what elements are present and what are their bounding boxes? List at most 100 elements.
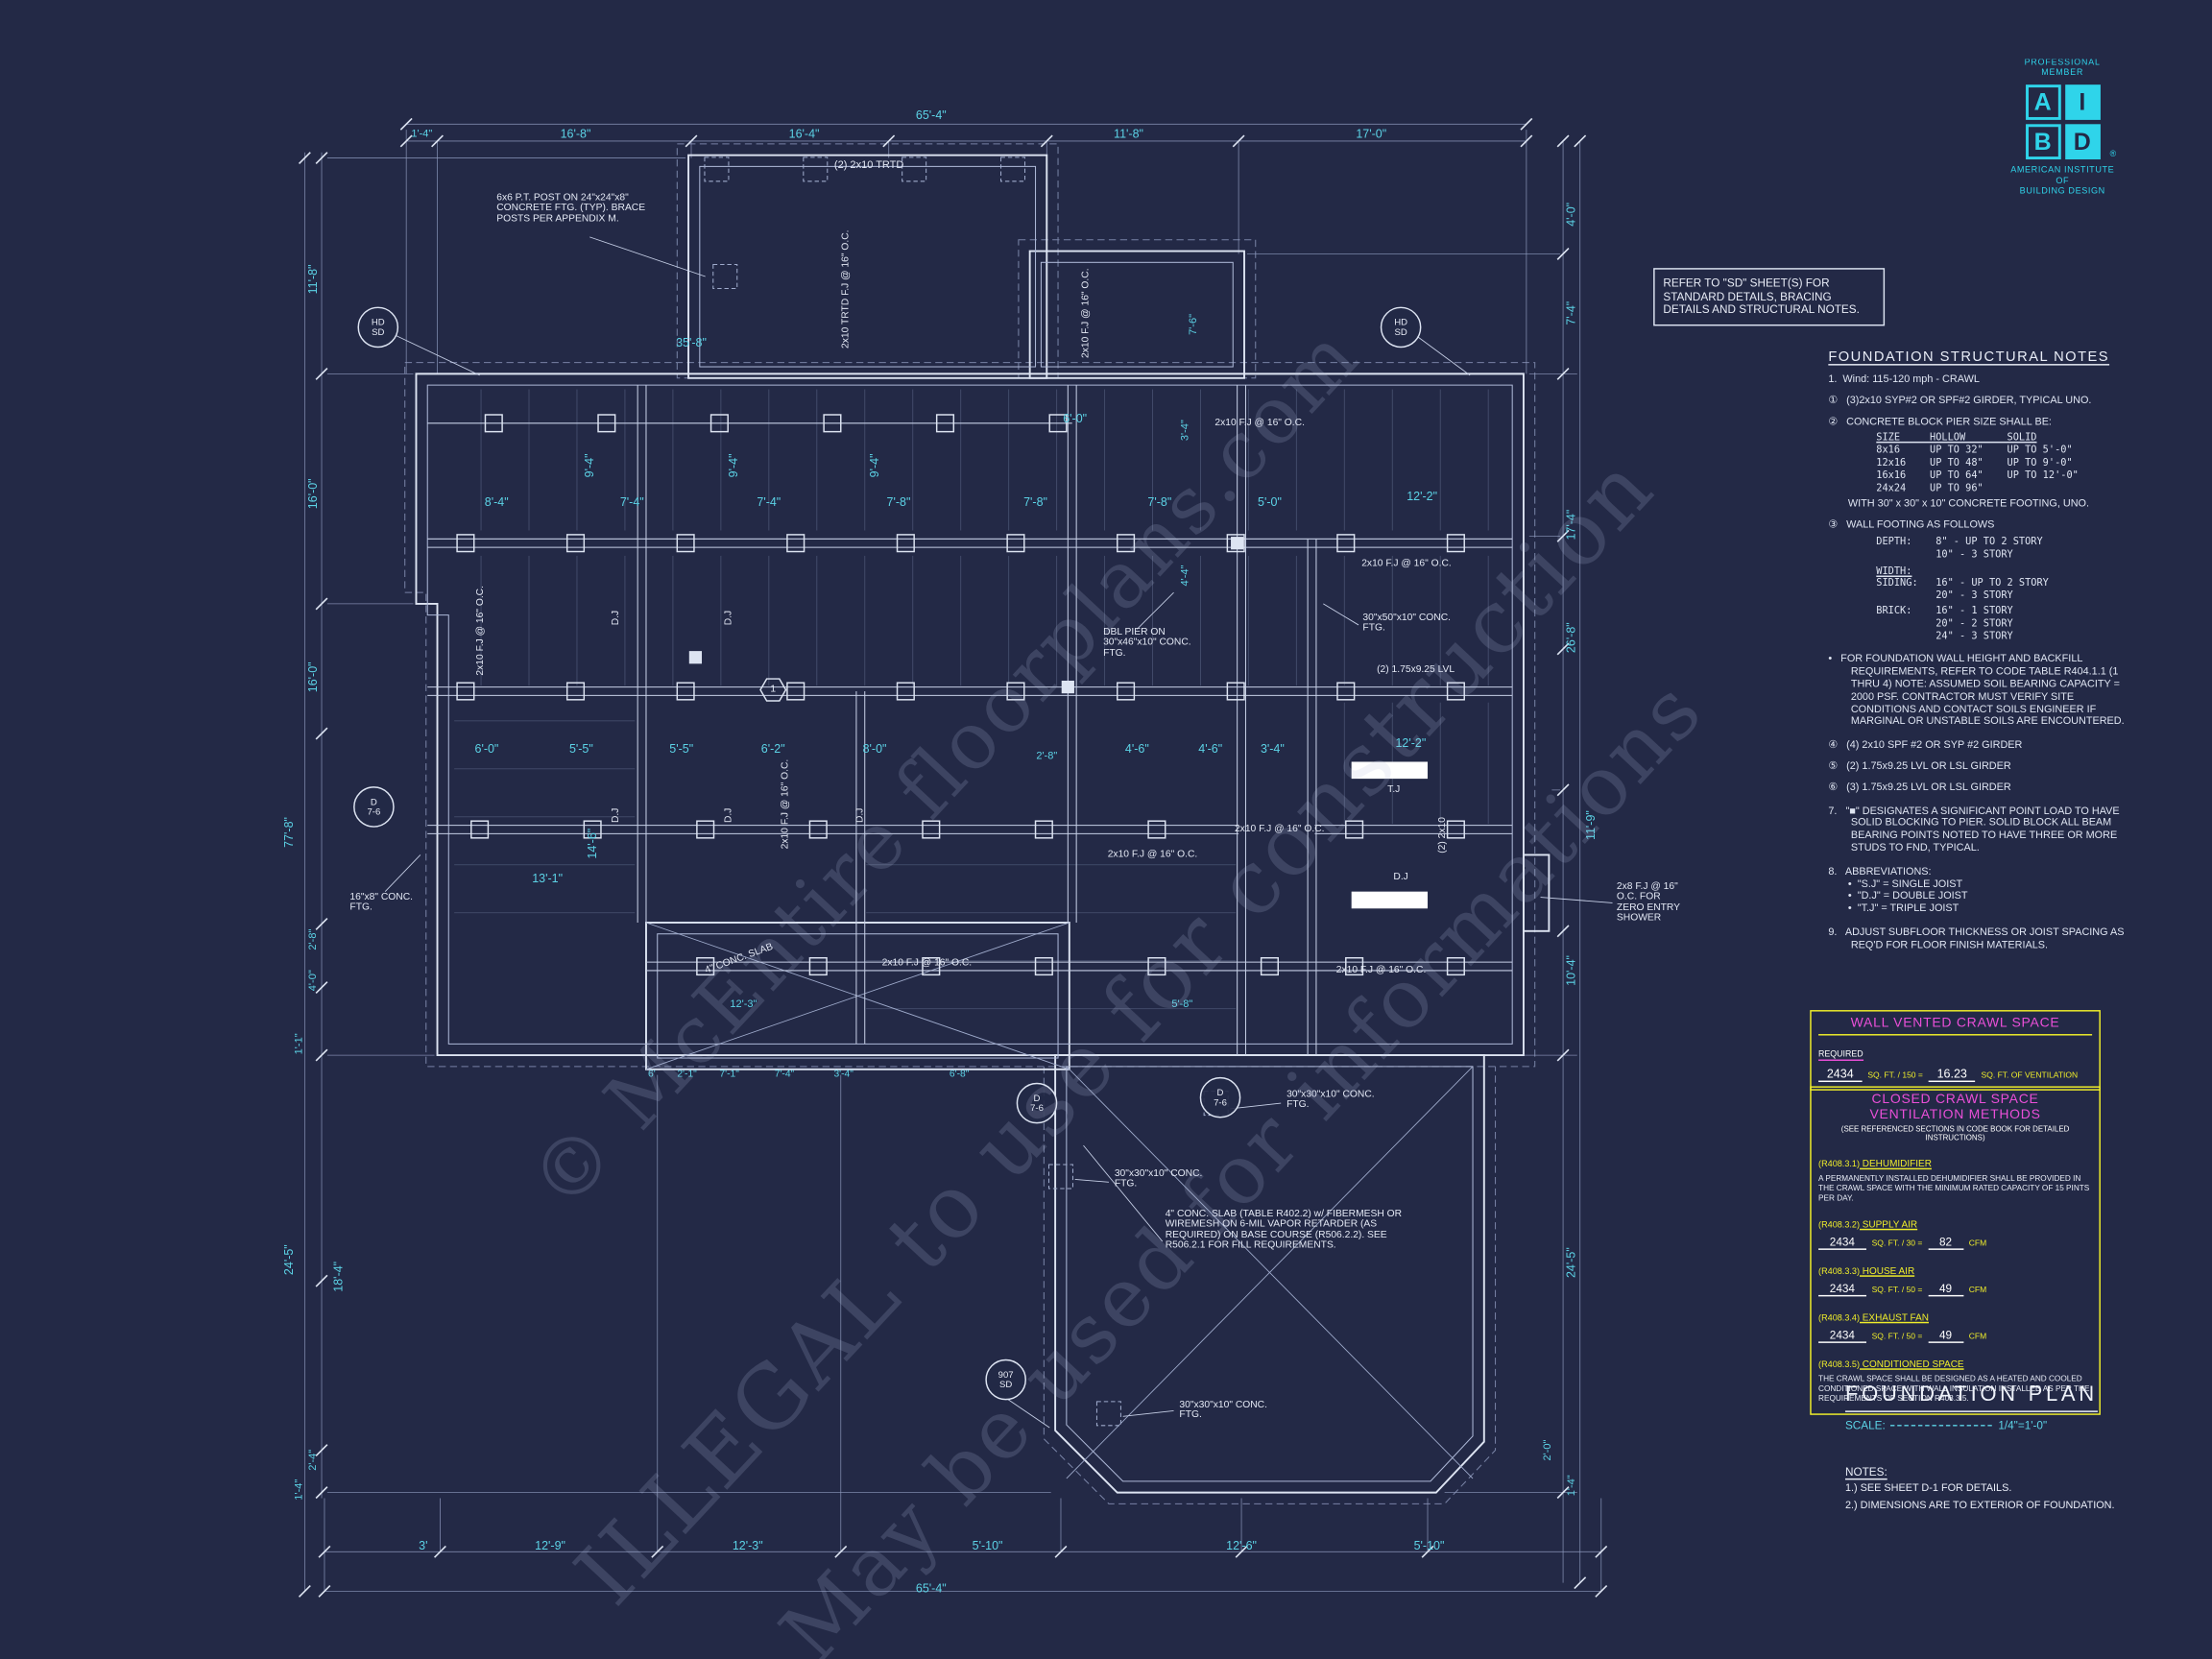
section-name: EXHAUST FAN [1860,1313,1929,1324]
structural-note-line: • "S.J" = SINGLE JOIST [1847,877,1963,890]
pier [676,534,695,553]
joist-field [440,389,1507,531]
pier [1147,820,1166,839]
structural-note-line: 8. ABBREVIATIONS: [1828,864,1932,878]
logo-letter-d: D [2064,124,2101,160]
pier [565,682,586,701]
leader-lines [384,236,1613,1429]
pier [803,156,829,182]
structural-note-line: SIDING: 16" - UP TO 2 STORY [1876,577,2049,589]
pier [709,414,729,433]
pier [1345,956,1364,976]
pier [896,682,915,701]
structural-note-line: ⑤ (2) 1.75x9.25 LVL OR LSL GIRDER [1828,758,2011,772]
joist-field [440,555,1507,686]
pier [1446,534,1465,553]
crawl-area-value: 2434 [1818,1067,1863,1083]
wall-vented-title: WALL VENTED CRAWL SPACE [1818,1016,2093,1036]
section-body: A PERMANENTLY INSTALLED DEHUMIDIFIER SHA… [1818,1175,2090,1203]
sheet-notes-title: NOTES: [1844,1465,1887,1479]
pier [712,263,738,290]
structural-note-line: 10" - 3 STORY [1876,548,2013,561]
code-reference: (R408.3.4) [1818,1313,1861,1324]
structural-note-line: • "T.J" = TRIPLE JOIST [1847,902,1960,915]
section-heading: (R408.3.1) DEHUMIDIFIER [1818,1148,2092,1173]
pier [1345,820,1364,839]
section-name: HOUSE AIR [1860,1267,1915,1278]
structural-note-line: 20" - 3 STORY [1876,589,2013,602]
dimension-lines [303,123,1602,1592]
code-reference: (R408.3.1) [1818,1159,1861,1170]
pier [484,414,503,433]
pier [896,534,915,553]
structural-note-line: • "D.J" = DOUBLE JOIST [1847,889,1968,902]
section-heading: (R408.3.4) EXHAUST FAN [1818,1303,2092,1328]
pier [1446,956,1465,976]
closed-crawl-title-line2: VENTILATION METHODS [1869,1106,2041,1122]
pier [922,820,941,839]
closed-crawl-space-box: CLOSED CRAWL SPACE VENTILATION METHODS (… [1810,1086,2101,1415]
calc-divisor: SQ. FT. / 50 = [1871,1286,1923,1296]
sheet-note-2: 2.) DIMENSIONS ARE TO EXTERIOR OF FOUNDA… [1844,1497,2115,1511]
structural-note-line: 1. Wind: 115-120 mph - CRAWL [1828,372,1980,386]
structural-note-line: ⑥ (3) 1.75x9.25 LVL OR LSL GIRDER [1828,780,2011,793]
structural-note-line: • FOR FOUNDATION WALL HEIGHT AND BACKFIL… [1828,652,2125,728]
pier [704,156,730,182]
calc-row: 2434 SQ. FT. / 50 = 49 CFM [1818,1283,2092,1297]
structural-note-line: WIDTH: [1876,565,1912,577]
structural-notes-panel: FOUNDATION STRUCTURAL NOTES 1. Wind: 115… [1828,349,2129,951]
calc-result: 49 [1928,1330,1963,1344]
calc-unit: CFM [1968,1286,1987,1296]
calc-area: 2434 [1818,1237,1866,1251]
aibd-letter-grid: A I B D ® [2023,84,2116,160]
footing-outline [404,143,1536,1504]
pier [597,414,616,433]
joist-field [454,705,636,918]
pier [456,534,475,553]
structural-note-line: 7. "■" DESIGNATES A SIGNIFICANT POINT LO… [1828,803,2123,854]
ventilation-unit-label: SQ. FT. OF VENTILATION [1981,1071,2079,1081]
structural-note-line: ③ WALL FOOTING AS FOLLOWS [1828,517,1995,531]
logo-org-line2: OF [2056,176,2070,186]
structural-note-line: ④ (4) 2x10 SPF #2 OR SYP #2 GIRDER [1828,737,2023,751]
pier [922,956,941,976]
pier [1006,682,1025,701]
calc-area: 2434 [1818,1330,1866,1344]
pier [823,414,842,433]
logo-letter-a: A [2025,84,2061,120]
code-reference: (R408.3.3) [1818,1267,1861,1278]
pier [1336,682,1356,701]
pier [1095,1401,1121,1427]
section-name: SUPPLY AIR [1860,1220,1918,1231]
pier [696,820,715,839]
pier [1034,956,1053,976]
pier [1446,820,1465,839]
structural-note-line: 24x24 UP TO 96" [1876,481,1984,493]
section-body: THE CRAWL SPACE SHALL BE DESIGNED AS A H… [1818,1376,2090,1405]
sheet-title: FOUNDATION PLAN [1844,1382,2098,1412]
pier [696,956,715,976]
pier [1034,820,1053,839]
logo-member-line1: PROFESSIONAL [2024,59,2101,68]
closed-crawl-subtitle: (SEE REFERENCED SECTIONS IN CODE BOOK FO… [1840,1125,2070,1143]
structural-note-line: BRICK: 16" - 1 STORY [1876,605,2013,617]
ventilation-result-value: 16.23 [1928,1067,1976,1083]
foundation-wall-outline [415,154,1551,1494]
pier [1231,537,1244,550]
scale-leader-line [1890,1425,1993,1427]
wall-vented-crawl-space-box: WALL VENTED CRAWL SPACE REQUIRED 2434 SQ… [1810,1010,2101,1091]
pier [1226,682,1245,701]
code-reference: (R408.3.2) [1818,1220,1861,1231]
highlight-bar [1351,891,1429,909]
slab-diagonals [645,922,1474,1479]
calc-result: 49 [1928,1283,1963,1297]
calc-area: 2434 [1818,1283,1866,1297]
pier [1336,534,1356,553]
required-label: REQUIRED [1818,1050,1863,1061]
structural-note-line: 8x16 UP TO 32" UP TO 5'-0" [1876,445,2073,456]
section-heading: (R408.3.5) CONDITIONED SPACE [1818,1349,2092,1374]
